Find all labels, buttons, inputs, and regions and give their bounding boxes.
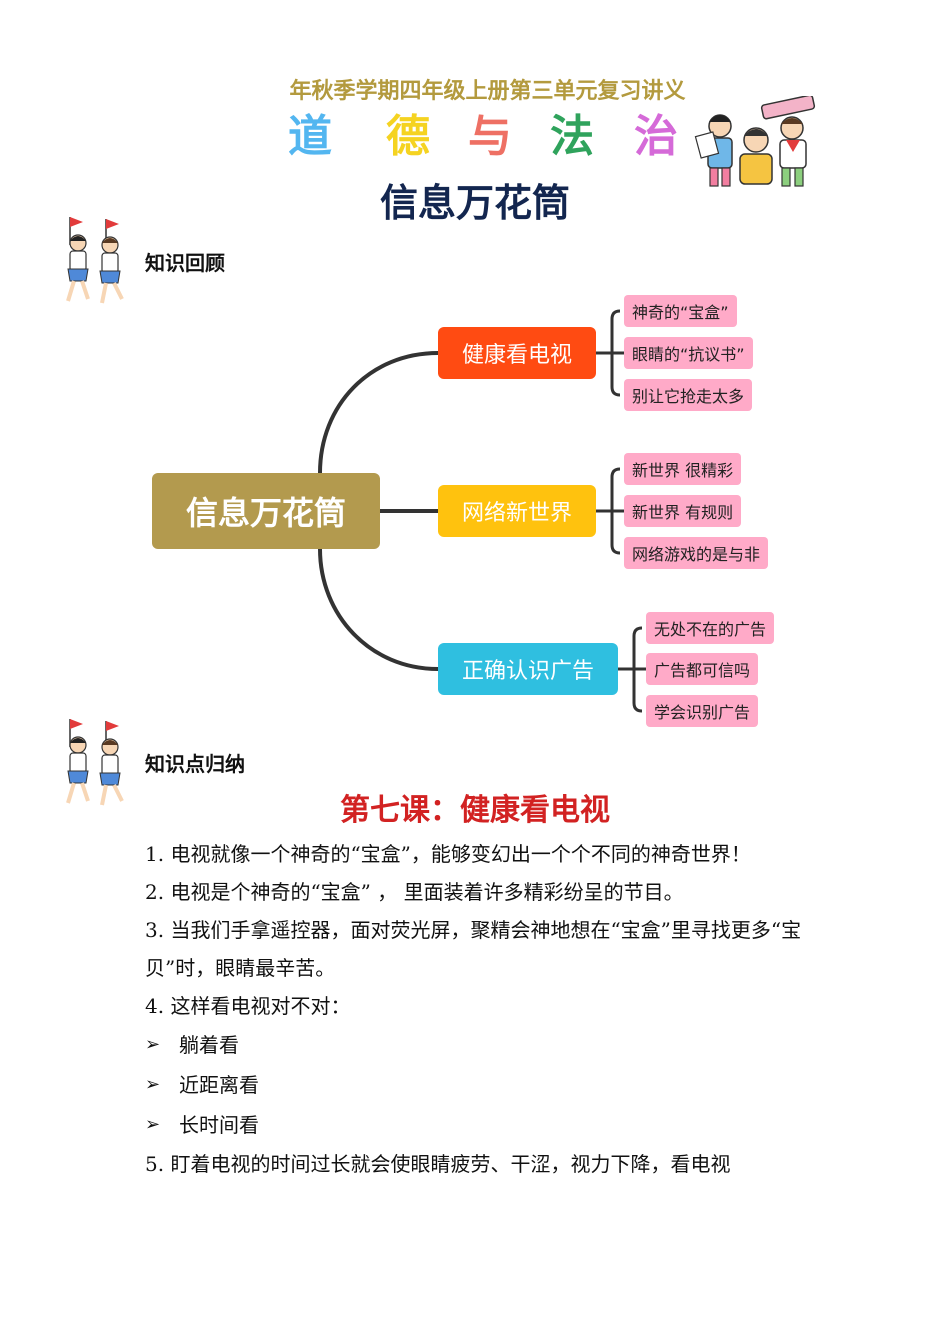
bullet-item: ➢ 躺着看 [145,1025,805,1065]
paragraph-4: 4. 这样看电视对不对： [145,994,351,1018]
paragraph-5: 5. 盯着电视的时间过长就会使眼睛疲劳、干涩，视力下降，看电视 [145,1152,731,1176]
bullet-arrow-icon: ➢ [145,1034,161,1055]
bullet-item: ➢ 长时间看 [145,1105,805,1145]
leaf-eye-protest: 眼睛的“抗议书” [624,337,753,369]
document-subtitle: 年秋季学期四年级上册第三单元复习讲义 [289,79,686,104]
branch-healthy-tv: 健康看电视 [438,327,596,379]
section-label-summary: 知识点归纳 [145,752,245,776]
paragraph-1: 1. 电视就像一个神奇的“宝盒”，能够变幻出一个个不同的神奇世界！ [145,842,751,866]
branch-internet-world: 网络新世界 [438,485,596,537]
bullet-text: 躺着看 [179,1033,239,1057]
bullet-arrow-icon: ➢ [145,1074,161,1095]
section-label-review: 知识回顾 [145,251,225,275]
leaf-dont-let-it-take: 别让它抢走太多 [624,379,753,411]
leaf-ads-trustworthy: 广告都可信吗 [646,653,759,685]
leaf-ads-everywhere: 无处不在的广告 [646,612,775,644]
paragraph-3: 3. 当我们手拿遥控器，面对荧光屏，聚精会神地想在“宝盒”里寻找更多“宝贝”时，… [145,918,802,980]
subject-char-2: 德 [386,111,430,162]
leaf-online-games: 网络游戏的是与非 [624,537,769,569]
leaf-new-world-rules: 新世界 有规则 [624,495,742,527]
bullet-text: 长时间看 [179,1113,259,1137]
mind-map-root: 信息万花筒 [152,473,380,549]
bullet-text: 近距离看 [179,1073,259,1097]
branch-advertising: 正确认识广告 [438,643,618,695]
subject-char-5: 治 [634,111,678,162]
bullet-arrow-icon: ➢ [145,1114,161,1135]
leaf-new-world-exciting: 新世界 很精彩 [624,453,742,485]
subject-char-4: 法 [550,111,594,162]
bullet-item: ➢ 近距离看 [145,1065,805,1105]
mind-map-connectors [318,309,646,713]
running-kids-icon [66,217,124,304]
paragraph-2: 2. 电视是个神奇的“宝盒” ， 里面装着许多精彩纷呈的节目。 [145,880,684,904]
leaf-identify-ads: 学会识别广告 [646,695,759,727]
mind-map: 信息万花筒 健康看电视 网络新世界 正确认识广告 神奇的“宝盒” 眼睛的“抗议书… [140,285,820,727]
document-title: 信息万花筒 [379,181,570,225]
students-illustration [694,96,816,187]
leaf-magic-box: 神奇的“宝盒” [624,295,737,327]
lesson-body: 1. 电视就像一个神奇的“宝盒”，能够变幻出一个个不同的神奇世界！ 2. 电视是… [145,835,805,1183]
running-kids-icon [66,719,124,806]
subject-char-3: 与 [468,111,512,162]
subject-char-1: 道 [288,111,332,162]
lesson-title: 第七课：健康看电视 [340,793,610,828]
